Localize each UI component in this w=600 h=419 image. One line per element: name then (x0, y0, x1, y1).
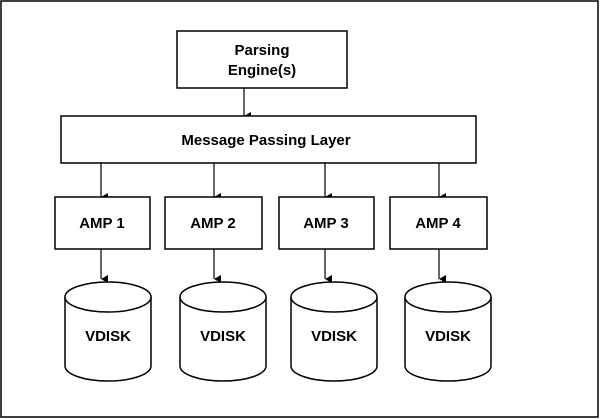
message-passing-layer-label: Message Passing Layer (181, 132, 350, 149)
parsing-engine-label-line1: Parsing (234, 42, 289, 59)
amp-label-4: AMP 4 (415, 215, 461, 232)
amp-node-2: AMP 2 (164, 196, 263, 250)
vdisk-node-3: VDISK (290, 281, 378, 382)
vdisk-label-2: VDISK (200, 328, 246, 345)
vdisk-label-1: VDISK (85, 328, 131, 345)
amp-node-3: AMP 3 (278, 196, 375, 250)
vdisk-node-1: VDISK (64, 281, 152, 382)
vdisk-cylinder-icon (179, 297, 267, 382)
vdisk-cylinder-icon (290, 297, 378, 382)
amp-node-1: AMP 1 (54, 196, 151, 250)
vdisk-cylinder-icon (64, 297, 152, 382)
amp-node-4: AMP 4 (389, 196, 488, 250)
vdisk-node-2: VDISK (179, 281, 267, 382)
amp-label-3: AMP 3 (303, 215, 349, 232)
vdisk-label-4: VDISK (425, 328, 471, 345)
amp-label-2: AMP 2 (190, 215, 236, 232)
parsing-engine-node: Parsing Engine(s) (176, 30, 348, 89)
vdisk-node-4: VDISK (404, 281, 492, 382)
message-passing-layer-node: Message Passing Layer (60, 115, 477, 164)
parsing-engine-label-line2: Engine(s) (228, 62, 296, 79)
amp-label-1: AMP 1 (79, 215, 125, 232)
vdisk-label-3: VDISK (311, 328, 357, 345)
vdisk-cylinder-icon (404, 297, 492, 382)
